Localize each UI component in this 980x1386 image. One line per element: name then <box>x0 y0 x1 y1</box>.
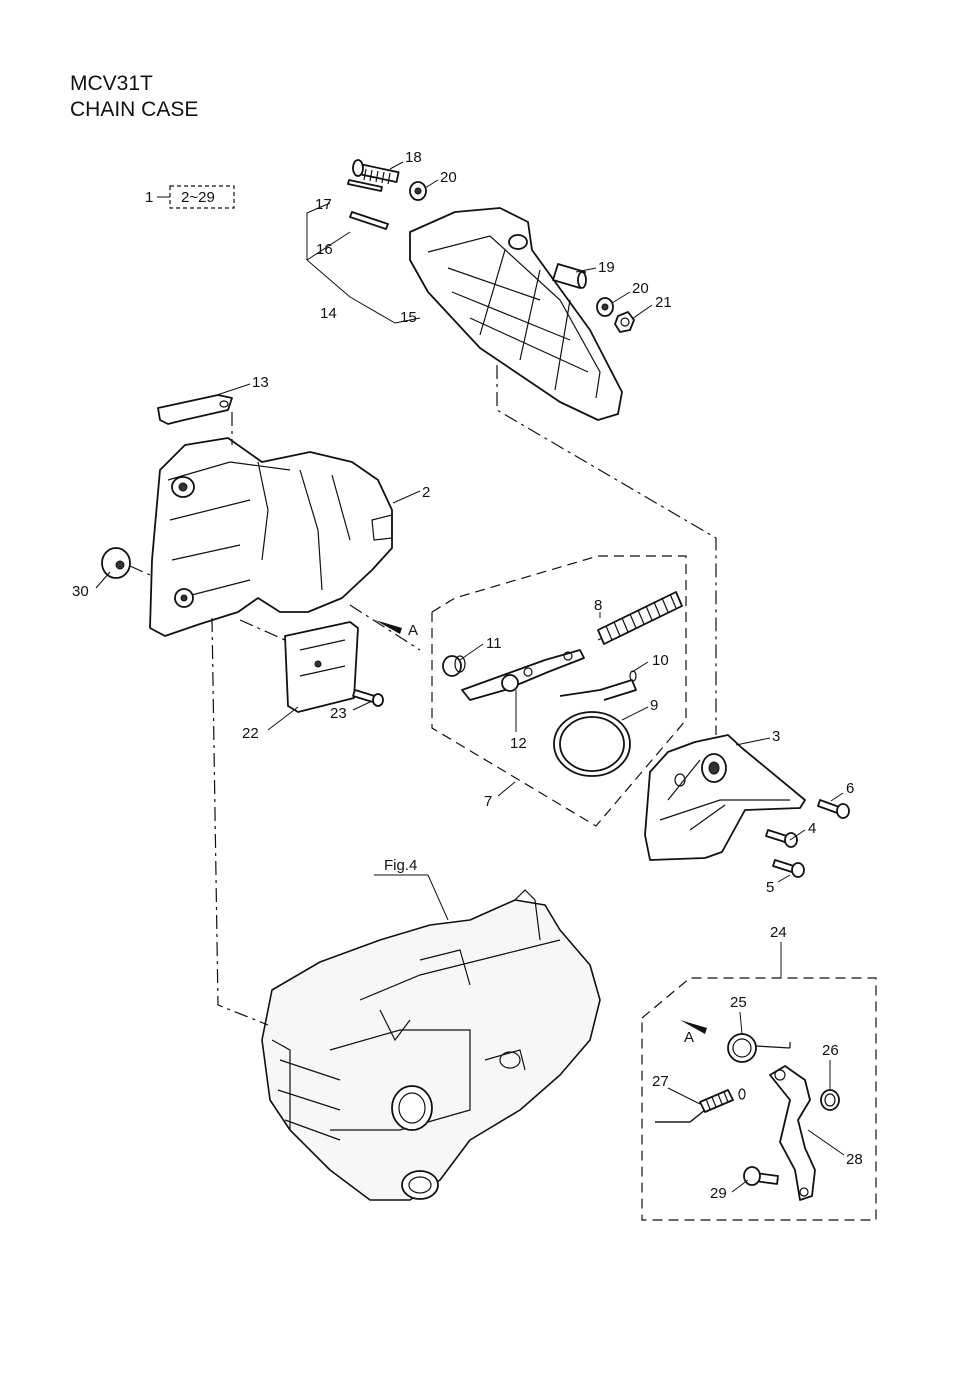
callout-c29: 29 <box>710 1185 727 1202</box>
assembly-reference: 1 2~29 <box>145 185 235 209</box>
callout-c9: 9 <box>650 697 658 714</box>
bracket-14 <box>306 202 421 324</box>
callout-c22: 22 <box>242 725 259 742</box>
guide-plate-22 <box>284 621 359 713</box>
callout-c8: 8 <box>594 597 602 614</box>
callout-c19: 19 <box>598 259 615 276</box>
callout-c16: 16 <box>316 241 333 258</box>
screw-4 <box>765 829 798 848</box>
callout-c25: 25 <box>730 994 747 1011</box>
callout-c28: 28 <box>846 1151 863 1168</box>
callout-c27: 27 <box>652 1073 669 1090</box>
callout-c20b: 20 <box>632 280 649 297</box>
assembly-range: 2~29 <box>181 189 215 206</box>
washer-20-upper <box>409 181 427 201</box>
leader-16-line <box>306 231 351 261</box>
collar-26 <box>820 1089 840 1111</box>
callout-c7: 7 <box>484 793 492 810</box>
chain-case-2 <box>149 437 393 637</box>
model-title: MCV31T <box>70 72 153 95</box>
svg-text:A: A <box>684 1029 694 1046</box>
plate-13 <box>157 394 233 425</box>
engine-housing <box>261 889 601 1201</box>
collar-19 <box>552 263 587 289</box>
callout-c14: 14 <box>320 305 337 322</box>
assembly-line-housing <box>211 617 269 1026</box>
pin-17 <box>347 179 383 192</box>
washer-20-lower <box>596 297 614 317</box>
callout-c11: 11 <box>486 635 502 652</box>
brake-band-9 <box>553 679 637 777</box>
assembly-range-box <box>169 185 235 209</box>
view-marker-a-detail: A <box>680 1020 707 1046</box>
callout-c4: 4 <box>808 820 816 837</box>
screw-5 <box>772 859 805 878</box>
screw-23 <box>352 689 384 707</box>
screw-29 <box>743 1166 779 1186</box>
callout-c23: 23 <box>330 705 347 722</box>
lever-12 <box>461 649 585 701</box>
pin-16 <box>349 211 389 230</box>
fig4-leader <box>427 874 449 921</box>
assembly-number: 1 <box>145 189 153 206</box>
callout-c30: 30 <box>72 583 89 600</box>
assembly-line-washer <box>129 565 151 576</box>
svg-text:A: A <box>408 622 418 639</box>
washer-30 <box>101 547 131 579</box>
bolt-18 <box>352 159 400 185</box>
callout-c15: 15 <box>400 309 417 326</box>
spring-25 <box>727 1033 791 1063</box>
callout-c6: 6 <box>846 780 854 797</box>
lever-group-24-boundary <box>641 977 877 1221</box>
callout-c20a: 20 <box>440 169 457 186</box>
spring-27 <box>655 1088 746 1123</box>
callout-c21: 21 <box>655 294 672 311</box>
nut-21 <box>614 311 635 333</box>
cover-3 <box>644 734 806 861</box>
callout-c13: 13 <box>252 374 269 391</box>
callout-c2: 2 <box>422 484 430 501</box>
brake-group-7-boundary <box>431 555 687 827</box>
callout-c24: 24 <box>770 924 787 941</box>
section-title: CHAIN CASE <box>70 98 199 121</box>
assembly-line-guide <box>239 619 286 641</box>
assembly-line-brake <box>349 604 421 651</box>
callout-c26: 26 <box>822 1042 839 1059</box>
screw-6 <box>817 799 850 819</box>
assembly-line-cover <box>496 365 717 735</box>
callout-c5: 5 <box>766 879 774 896</box>
callout-c18: 18 <box>405 149 422 166</box>
view-marker-a-main: A <box>375 620 418 639</box>
callout-c12: 12 <box>510 735 527 752</box>
lever-28 <box>769 1065 816 1201</box>
callout-leaders <box>95 161 845 1193</box>
spring-8 <box>597 591 683 645</box>
chain-cover <box>409 207 623 421</box>
callout-c10: 10 <box>652 652 669 669</box>
callout-c3: 3 <box>772 728 780 745</box>
collar-11 <box>442 655 466 677</box>
callout-c17: 17 <box>315 196 332 213</box>
figure-reference: Fig.4 <box>384 857 417 874</box>
